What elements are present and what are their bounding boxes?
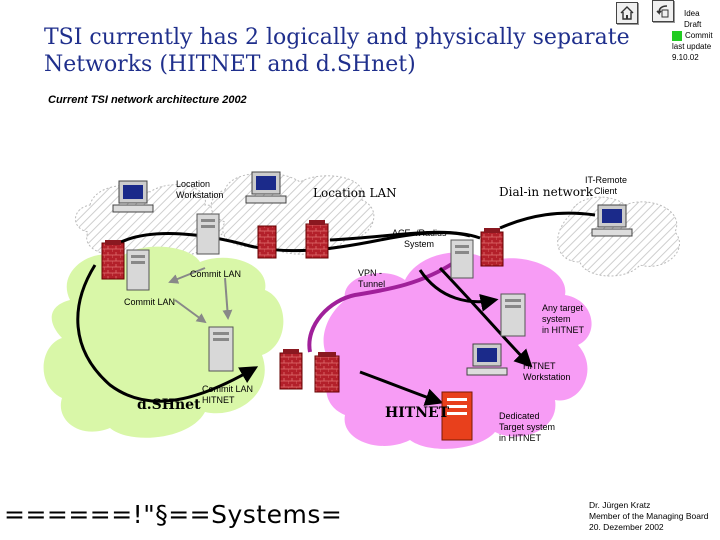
link-right-arrow-2 (438, 266, 533, 368)
status-legend: Idea Draft Commit last update 9.10.02 (672, 8, 713, 63)
label-commit-lan-center: Commit LAN (190, 269, 242, 279)
firewall-6 (314, 352, 340, 393)
workstation-remote (591, 204, 633, 237)
label-dialin-network: Dial-in network (499, 185, 594, 199)
link-left-down (76, 264, 259, 403)
link-right-arrow-1 (418, 269, 499, 312)
label-location-lan: Location LAN (313, 186, 397, 200)
label-commit-lan-left: Commit LAN (124, 297, 176, 307)
home-button[interactable] (616, 2, 638, 24)
author-block: Dr. Jürgen Kratz Member of the Managing … (589, 500, 709, 533)
page-title: TSI currently has 2 logically and physic… (44, 24, 644, 78)
author-date: 20. Dezember 2002 (589, 522, 664, 532)
server-any-target (500, 293, 526, 337)
systems-logo-text: ======!"§==Systems= (4, 500, 343, 529)
last-update-label: last update (672, 42, 712, 51)
label-dshnet: d.SHnet (137, 397, 201, 413)
commit-lan-arrows (168, 267, 233, 324)
server-commit-left (126, 249, 150, 291)
diagram-subtitle: Current TSI network architecture 2002 (48, 94, 247, 106)
status-commit: Commit (672, 30, 713, 41)
firewall-4 (480, 228, 504, 267)
label-ace-radius-system: ACE -/Radius -System (392, 228, 453, 249)
server-ace-radius (450, 239, 474, 279)
firewall-3 (305, 220, 329, 259)
dshnet-cloud (43, 246, 284, 438)
remote-cloud (557, 196, 681, 277)
author-name: Dr. Jürgen Kratz (589, 500, 651, 510)
back-icon (656, 5, 669, 18)
last-update-date: 9.10.02 (672, 53, 699, 62)
link-dialin-remote (499, 211, 596, 230)
status-draft: Draft (684, 20, 702, 29)
label-vpn-tunnel: VPN -Tunnel (358, 268, 386, 289)
server-commit-center (208, 326, 234, 372)
firewall-5 (279, 349, 303, 390)
link-bottom (359, 370, 444, 406)
label-hitnet: HITNET (385, 405, 450, 421)
commit-indicator (672, 30, 682, 41)
link-center-right (329, 230, 481, 242)
workstation-center (245, 171, 287, 204)
workstation-location (112, 180, 154, 213)
server-dedicated (441, 391, 473, 441)
author-role: Member of the Managing Board (589, 511, 709, 521)
title-line-2: Networks (HITNET and d.SHnet) (44, 52, 416, 77)
status-idea: Idea (684, 9, 700, 18)
firewall-2 (257, 225, 277, 259)
firewall-1 (101, 240, 125, 280)
back-button[interactable] (652, 0, 674, 22)
server-location-center (196, 213, 220, 255)
title-line-1: TSI currently has 2 logically and physic… (44, 25, 630, 50)
workstation-hitnet (466, 343, 508, 376)
home-icon (620, 6, 634, 20)
